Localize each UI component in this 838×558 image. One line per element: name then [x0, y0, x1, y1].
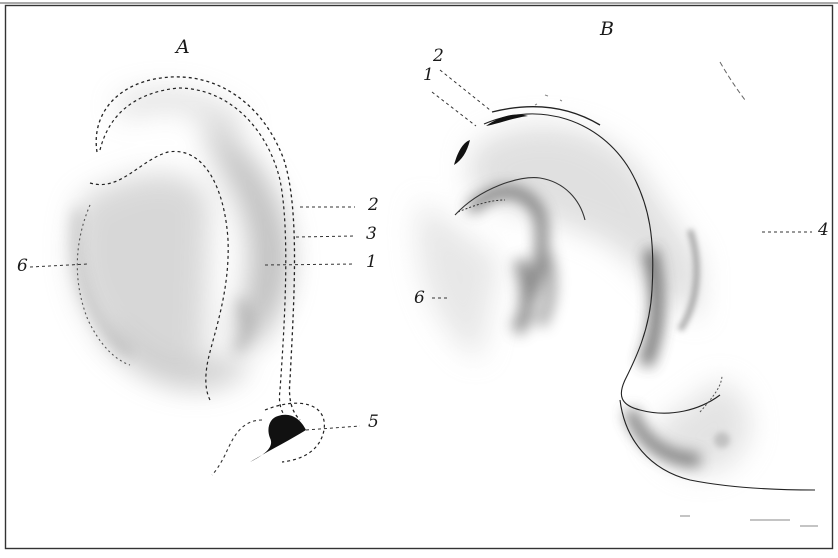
figure-b-ear [417, 61, 818, 527]
leader-a3 [295, 235, 356, 238]
label-a-6: 6 [17, 256, 28, 276]
label-b-4: 4 [818, 220, 829, 240]
plate-border [4, 4, 834, 550]
a-lobe-contour [264, 402, 325, 463]
label-a-5: 5 [368, 412, 379, 432]
leader-b2 [439, 69, 491, 111]
a-antihelix-contour [89, 150, 229, 401]
label-b-6: 6 [414, 288, 425, 308]
b-antihelix-contour [454, 177, 586, 221]
label-a-2: 2 [368, 195, 379, 215]
figure-b-title: B [600, 18, 614, 40]
label-b-1: 1 [423, 65, 434, 85]
leader-a6 [29, 263, 89, 268]
label-b-2: 2 [433, 46, 444, 66]
a-helix-outer-contour [95, 76, 301, 421]
b-tragus-dark [454, 140, 470, 165]
leader-lines [29, 69, 812, 431]
label-a-1: 1 [366, 252, 377, 272]
figure-a-title: A [176, 36, 190, 58]
a-front-contour [76, 204, 131, 366]
b-helix-contour [483, 113, 721, 414]
b-lobe-contour [619, 399, 816, 491]
figure-a-ear [72, 76, 325, 476]
a-helix-inner-contour [99, 87, 287, 419]
leader-b1 [431, 91, 477, 127]
leader-a5 [305, 425, 361, 431]
label-a-3: 3 [366, 224, 377, 244]
b-upper-dark-cusp [486, 114, 528, 126]
a-dark-tubercle [250, 414, 306, 462]
